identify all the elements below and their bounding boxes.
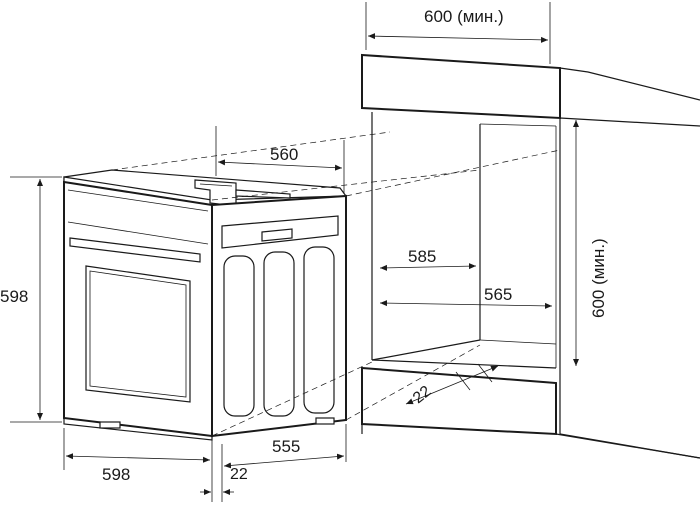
label-oven-body-depth: 555: [272, 437, 300, 456]
oven-side-rib-1: [223, 255, 255, 417]
dim-niche-width: 600 (мин.): [365, 2, 551, 64]
label-oven-width: 598: [102, 465, 130, 484]
label-oven-depth-top: 560: [270, 145, 298, 164]
dim-oven-height: 598: [0, 176, 62, 423]
dim-oven-depth-top: 560: [215, 126, 345, 194]
label-niche-width: 600 (мин.): [424, 7, 504, 26]
label-oven-height: 598: [0, 287, 28, 306]
dim-oven-body-depth: 555: [223, 424, 347, 469]
label-niche-height: 600 (мин.): [589, 238, 608, 318]
niche-top-board: [361, 53, 561, 120]
niche-right-panel: [559, 118, 700, 459]
dim-niche-inner: 585: [379, 247, 477, 271]
oven-side-rib-2: [263, 251, 295, 417]
dim-front-panel: 22: [200, 444, 248, 502]
oven-side-rib-3: [303, 246, 335, 414]
dim-oven-width: 598: [63, 428, 213, 502]
oven: [63, 169, 348, 441]
label-front-panel: 22: [230, 466, 248, 483]
projection-lines: [111, 131, 561, 437]
dim-niche-height: 600 (мин.): [573, 120, 608, 366]
niche-plinth: [361, 366, 557, 436]
label-niche-inner: 585: [408, 247, 436, 266]
dim-niche-inner-lower: 565: [379, 285, 553, 309]
oven-door-window: [85, 265, 191, 403]
label-niche-inner-lower: 565: [484, 285, 512, 304]
oven-door-handle: [69, 237, 201, 263]
oven-control-block: [194, 179, 237, 207]
